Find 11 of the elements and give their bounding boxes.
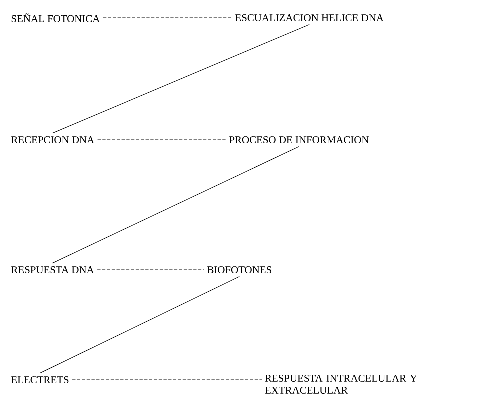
text-label: RESPUESTA INTRACELULAR Y EXTRACELULAR bbox=[265, 375, 418, 394]
connector-line bbox=[52, 24, 310, 134]
text-label: PROCESO DE INFORMACION bbox=[230, 136, 370, 144]
text-label: SEÑAL FOTONICA bbox=[12, 14, 100, 22]
connector-line bbox=[52, 146, 300, 264]
text-label: RECEPCION DNA bbox=[12, 136, 95, 144]
text-label: ELECTRETS bbox=[12, 376, 69, 384]
text-label: ESCUALIZACION HELICE DNA bbox=[236, 14, 384, 22]
text-label: BIOFOTONES bbox=[208, 266, 272, 274]
connector-line bbox=[40, 276, 240, 374]
text-label: RESPUESTA DNA bbox=[12, 266, 94, 274]
